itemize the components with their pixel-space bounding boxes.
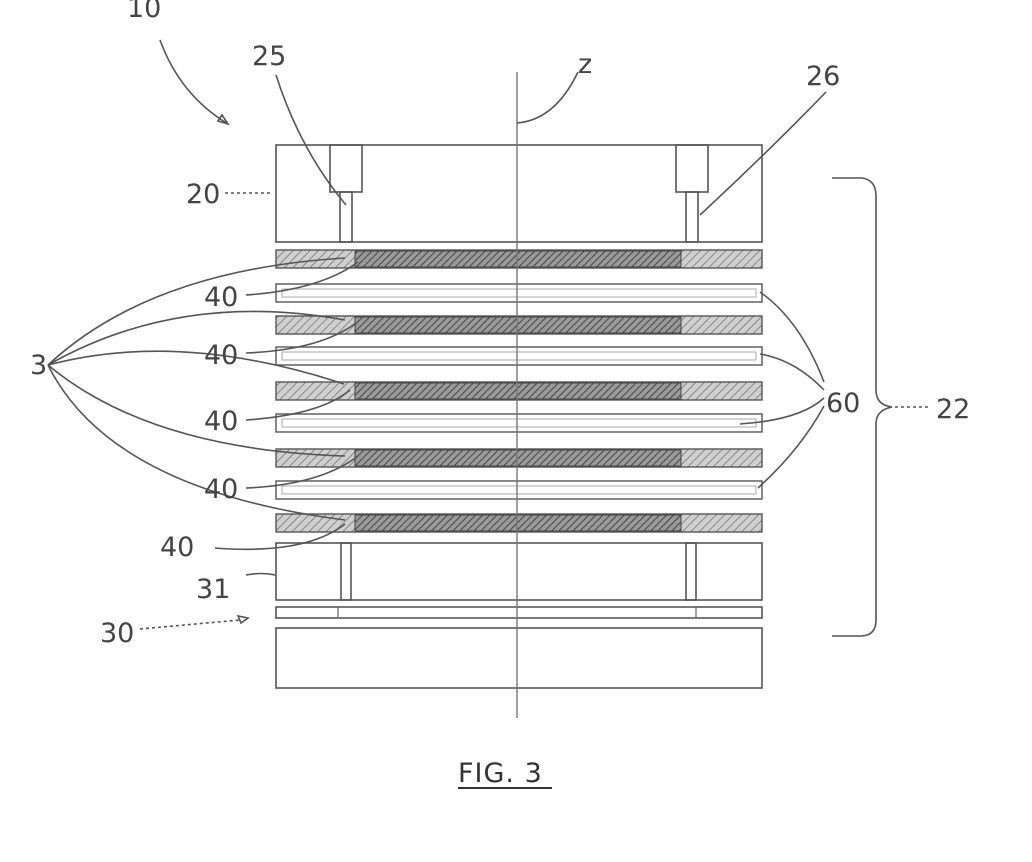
leader-z: [517, 72, 578, 123]
label-40-d: 40: [204, 474, 238, 505]
label-30: 30: [100, 618, 134, 649]
leader-26: [700, 92, 826, 215]
leader-3-4: [48, 365, 345, 456]
label-40-a: 40: [204, 282, 238, 313]
top-plate: [276, 145, 762, 242]
figure-caption: FIG. 3: [458, 758, 543, 789]
label-25: 25: [252, 41, 286, 72]
label-3: 3: [30, 350, 47, 381]
label-31: 31: [196, 574, 230, 605]
leader-30: [140, 620, 240, 629]
spacer-inner-3: [282, 419, 756, 427]
label-26: 26: [806, 61, 840, 92]
label-10: 10: [127, 0, 161, 24]
label-20: 20: [186, 179, 220, 210]
counterbore-right: [676, 145, 708, 192]
base-plate: [276, 628, 762, 688]
leader-60-1: [760, 292, 824, 382]
bottom-plate: [276, 543, 762, 600]
spacer-inner-2: [282, 352, 756, 360]
electrode-active-area-5: [355, 515, 681, 531]
leader-25: [276, 75, 346, 205]
electrode-active-area-3: [355, 383, 681, 399]
electrode-active-area-1: [355, 251, 681, 267]
spacer-inner-1: [282, 289, 756, 297]
leader-31: [246, 574, 275, 576]
electrode-active-area-4: [355, 450, 681, 466]
label-60: 60: [826, 388, 860, 419]
bottom-seal-strip: [276, 607, 762, 618]
spacer-inner-4: [282, 486, 756, 494]
electrode-active-area-2: [355, 317, 681, 333]
label-40-b: 40: [204, 340, 238, 371]
counterbore-left: [330, 145, 362, 192]
hole-right: [686, 192, 698, 242]
label-z: z: [578, 49, 592, 80]
leader-60-4: [758, 406, 824, 488]
label-40-c: 40: [204, 406, 238, 437]
leader-10: [160, 40, 228, 124]
label-40-e: 40: [160, 532, 194, 563]
label-22: 22: [936, 394, 970, 425]
